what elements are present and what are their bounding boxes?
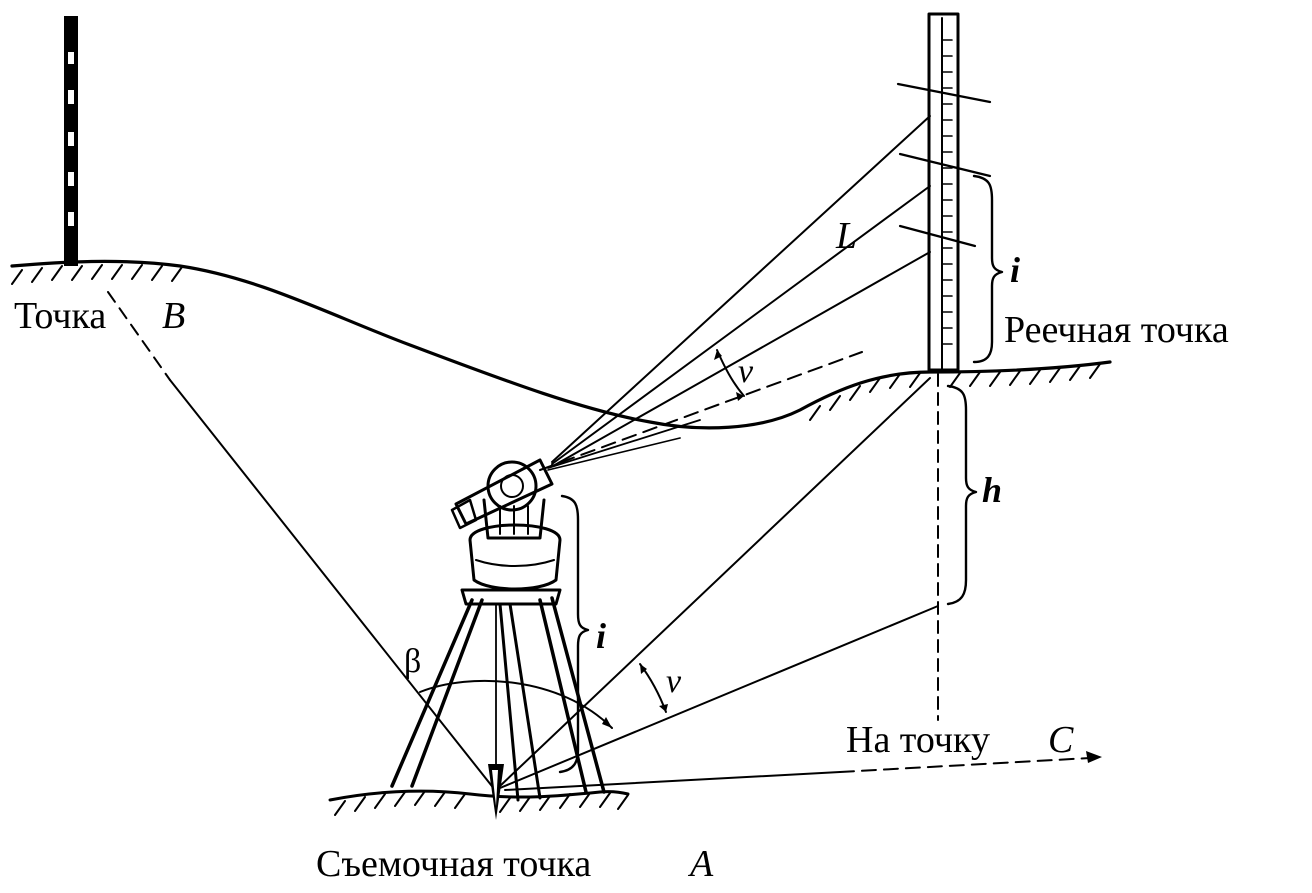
terrain-profile (10, 259, 1112, 430)
instrument-height-station-label: i (596, 616, 606, 656)
point-b-letter: B (162, 295, 185, 337)
tacheometer-instrument (390, 458, 606, 820)
diagram-labels: Точка B Реечная точка На точку C Съемочн… (14, 215, 1229, 885)
point-b-label: Точка (14, 295, 106, 337)
elevation-difference-label: h (982, 470, 1002, 510)
to-point-c-letter: C (1048, 719, 1074, 761)
instrument-height-staff-label: i (1010, 250, 1020, 290)
station-a-letter: A (687, 843, 714, 885)
dimension-braces (558, 174, 1004, 774)
station-ground (328, 789, 630, 816)
to-point-c-label: На точку (846, 719, 990, 761)
sight-rays (539, 115, 931, 471)
staff-point-label: Реечная точка (1004, 309, 1229, 351)
target-pole-b (64, 16, 78, 266)
horizontal-angle-label: β (404, 643, 421, 680)
station-a-label: Съемочная точка (316, 843, 591, 885)
levelling-staff (896, 12, 992, 721)
vertical-angle-top-label: ν (738, 353, 754, 390)
vertical-angle-bottom-label: ν (666, 663, 682, 700)
station-rays (107, 291, 1102, 791)
distance-label: L (835, 215, 857, 257)
